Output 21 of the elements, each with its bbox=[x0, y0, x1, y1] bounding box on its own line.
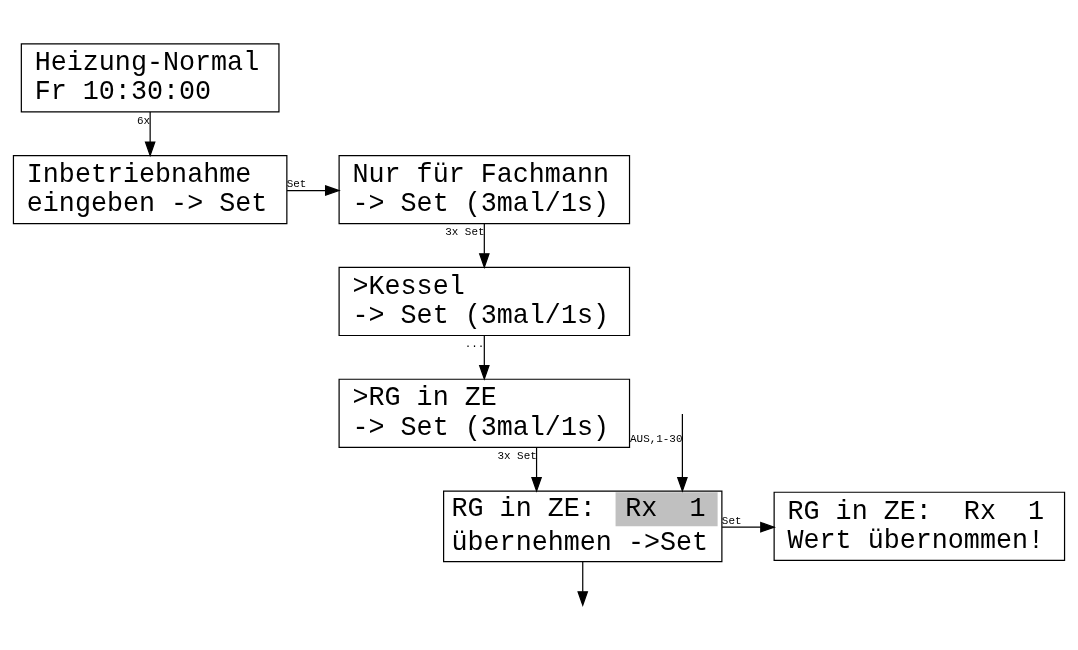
node-box: >Kessel -> Set (3mal/1s) bbox=[338, 266, 631, 337]
arrow bbox=[676, 413, 688, 493]
arrow bbox=[144, 111, 156, 158]
node-box: RG in ZE: Rx 1 Wert übernommen! bbox=[773, 491, 1066, 561]
arrow bbox=[286, 185, 341, 197]
edge-label: 3x Set bbox=[445, 226, 485, 239]
node-box: Nur für Fachmann -> Set (3mal/1s) bbox=[338, 155, 631, 225]
edge-label: 6x bbox=[136, 114, 151, 127]
edge-label: Set bbox=[286, 178, 307, 191]
node-box: Heizung-Normal Fr 10:30:00 bbox=[20, 43, 280, 113]
edge-label: ... bbox=[464, 338, 485, 351]
arrow bbox=[721, 521, 776, 533]
arrow bbox=[478, 335, 490, 381]
arrow bbox=[531, 446, 543, 493]
edge-label: Set bbox=[721, 514, 742, 527]
node-box: >RG in ZE -> Set (3mal/1s) bbox=[338, 378, 631, 448]
edge-label: AUS,1-30 bbox=[630, 433, 683, 446]
arrow bbox=[577, 561, 589, 607]
arrow bbox=[478, 223, 490, 269]
edge-label: 3x Set bbox=[497, 450, 537, 463]
node-box: Inbetriebnahme eingeben -> Set bbox=[12, 155, 288, 225]
